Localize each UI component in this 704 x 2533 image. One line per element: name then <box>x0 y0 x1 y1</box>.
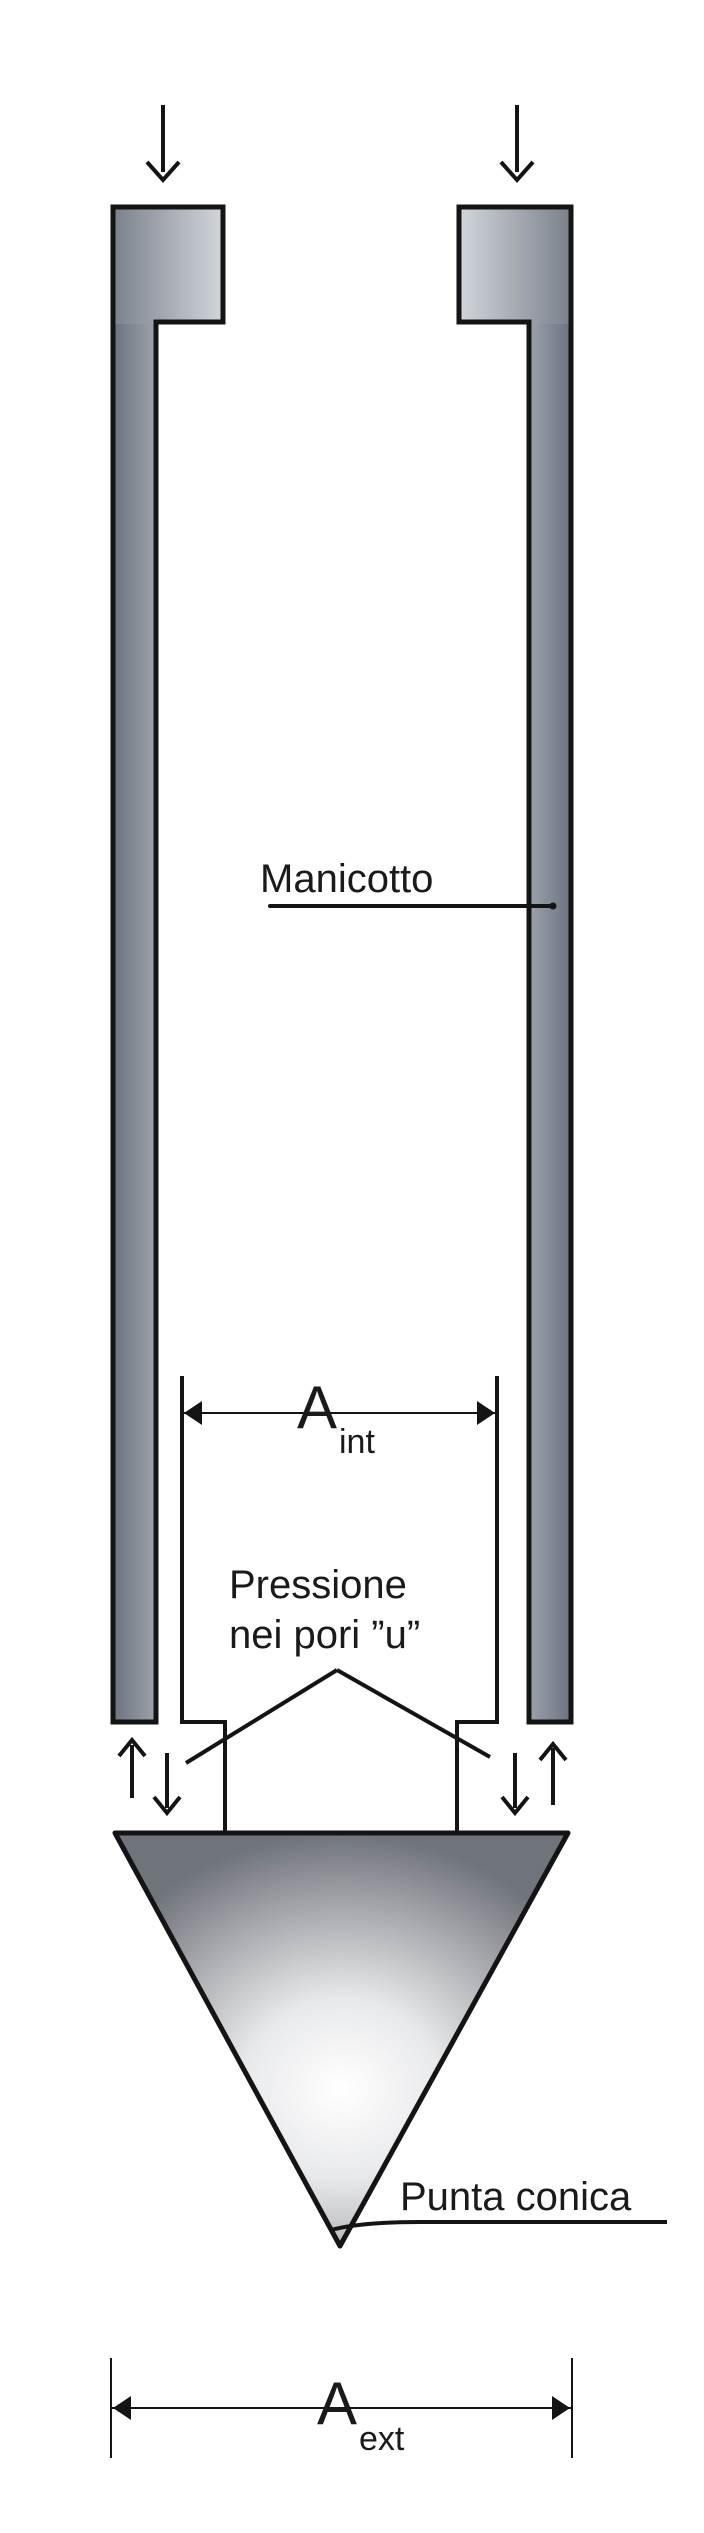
sleeve-leader-dot <box>549 902 557 910</box>
friction-arrow-left-down <box>152 1753 182 1817</box>
area-internal-dimension <box>182 1401 497 1425</box>
sleeve-right-wall <box>456 204 574 1725</box>
area-external-label: A <box>317 2370 357 2437</box>
pore-pressure-leader-lines <box>184 1668 491 1765</box>
pore-pressure-label-line1: Pressione <box>229 1563 407 1607</box>
pore-pressure-label-line2: nei pori ”u” <box>229 1613 420 1657</box>
top-load-arrow-right <box>499 105 535 184</box>
sleeve-left-wall <box>110 204 226 1725</box>
area-internal-subscript: int <box>339 1423 375 1461</box>
cone-tip-leader-line <box>330 2220 667 2232</box>
sleeve-label: Manicotto <box>260 857 433 901</box>
area-external-subscript: ext <box>359 2420 405 2458</box>
cone-tip <box>112 1830 571 2249</box>
friction-arrow-left-up <box>117 1736 147 1798</box>
friction-arrow-right-down <box>500 1753 530 1817</box>
top-load-arrow-left <box>145 105 181 184</box>
friction-arrow-right-up <box>538 1740 568 1805</box>
cone-tip-label: Punta conica <box>400 2175 632 2219</box>
area-external-dimension <box>110 2358 573 2458</box>
area-internal-label: A <box>297 1374 337 1441</box>
